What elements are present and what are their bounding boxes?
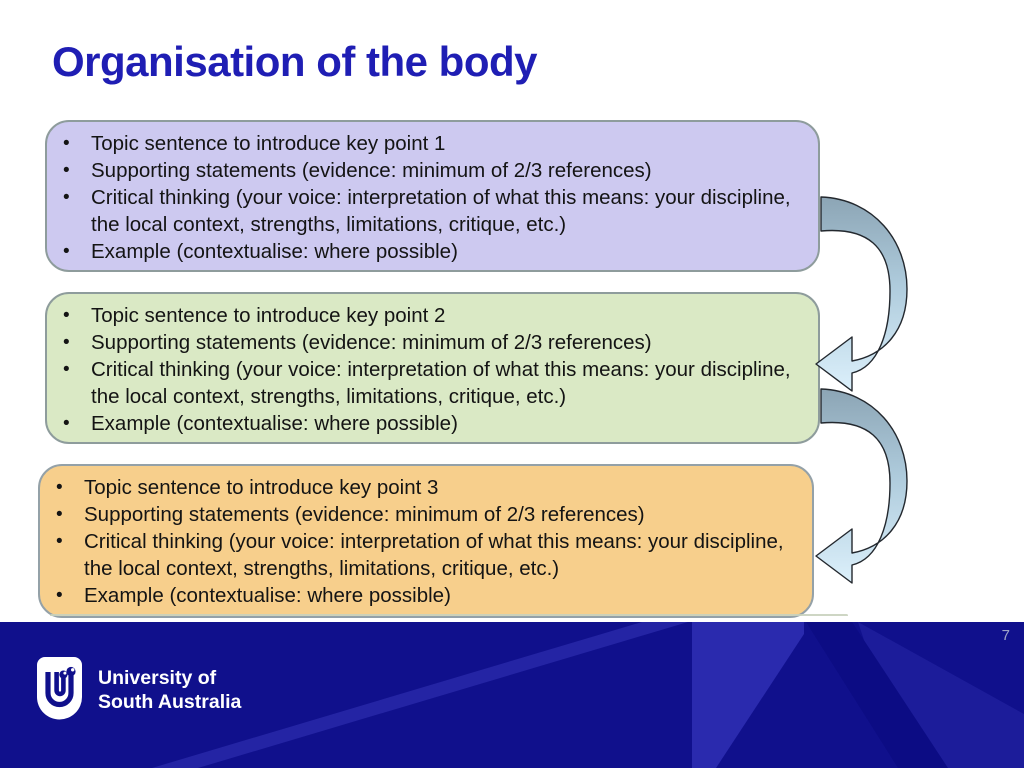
footer-geometric-decoration <box>152 622 1024 768</box>
university-name: University of South Australia <box>98 666 241 714</box>
key-point-2-box: Topic sentence to introduce key point 2 … <box>45 292 820 444</box>
divider-line <box>50 614 848 617</box>
list-item: Critical thinking (your voice: interpret… <box>47 184 808 238</box>
curved-arrow-2-icon <box>815 388 908 584</box>
list-item: Supporting statements (evidence: minimum… <box>47 329 808 356</box>
list-item: Critical thinking (your voice: interpret… <box>40 528 802 582</box>
key-point-1-list: Topic sentence to introduce key point 1 … <box>47 130 808 265</box>
list-item: Supporting statements (evidence: minimum… <box>40 501 802 528</box>
curved-arrow-1-icon <box>815 196 908 392</box>
page-title: Organisation of the body <box>52 38 538 85</box>
page-number: 7 <box>1001 627 1010 644</box>
list-item: Topic sentence to introduce key point 3 <box>40 474 802 501</box>
list-item: Critical thinking (your voice: interpret… <box>47 356 808 410</box>
key-point-3-list: Topic sentence to introduce key point 3 … <box>40 474 802 609</box>
key-point-2-list: Topic sentence to introduce key point 2 … <box>47 302 808 437</box>
list-item: Example (contextualise: where possible) <box>40 582 802 609</box>
unisa-shield-logo-icon <box>37 657 82 720</box>
list-item: Example (contextualise: where possible) <box>47 410 808 437</box>
key-point-1-box: Topic sentence to introduce key point 1 … <box>45 120 820 272</box>
list-item: Topic sentence to introduce key point 2 <box>47 302 808 329</box>
footer-bar: University of South Australia 7 <box>0 622 1024 768</box>
key-point-3-box: Topic sentence to introduce key point 3 … <box>38 464 814 618</box>
list-item: Supporting statements (evidence: minimum… <box>47 157 808 184</box>
university-name-line2: South Australia <box>98 691 242 713</box>
university-name-line1: University of <box>98 667 217 689</box>
list-item: Example (contextualise: where possible) <box>47 238 808 265</box>
list-item: Topic sentence to introduce key point 1 <box>47 130 808 157</box>
